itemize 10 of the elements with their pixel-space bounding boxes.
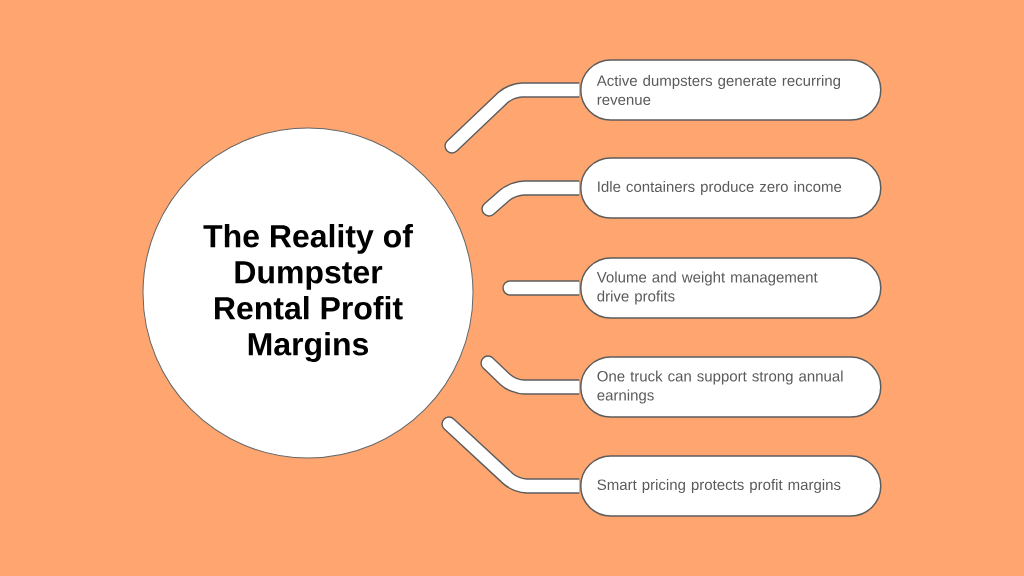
rounded-box: One truck can support strong annual earnings [580, 356, 882, 418]
rounded-box: Active dumpsters generate recurring revenue [580, 59, 882, 121]
rounded-box: Smart pricing protects profit margins [580, 455, 882, 517]
connector [444, 82, 580, 154]
connector [481, 180, 580, 217]
connector [441, 416, 580, 494]
rounded-box: Volume and weight management drive profits [580, 257, 882, 319]
connector [502, 280, 580, 296]
connector [480, 355, 580, 395]
rounded-box: Idle containers produce zero income [580, 157, 882, 219]
